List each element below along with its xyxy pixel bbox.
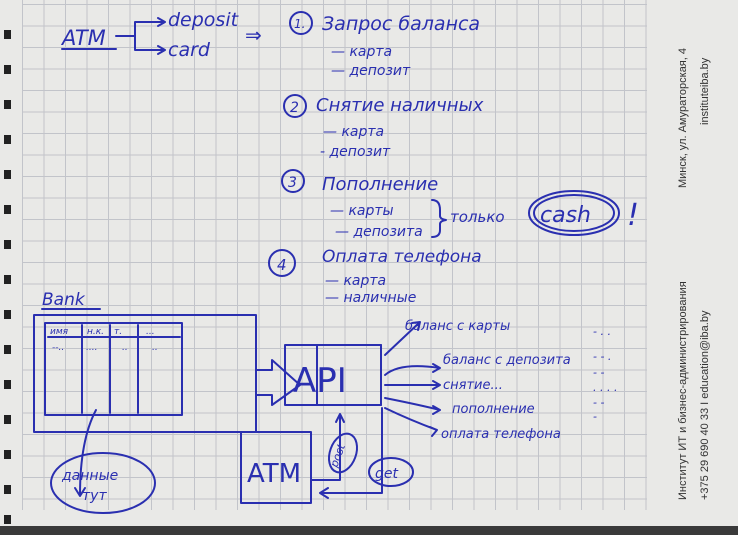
endpoint-deposit-balance: баланс с депозита xyxy=(443,353,571,368)
get-oval xyxy=(368,457,414,487)
svg-text:— депозита: — депозита xyxy=(335,224,423,240)
atm-box-label: ATM xyxy=(247,459,301,489)
cash-label: cash xyxy=(540,203,591,228)
grid-background xyxy=(22,0,647,510)
get-arrow xyxy=(319,407,383,499)
svg-text:— карта: — карта xyxy=(325,273,386,289)
cash-circle xyxy=(528,190,620,236)
svg-text:2: 2 xyxy=(290,100,299,116)
svg-text:Пополнение: Пополнение xyxy=(322,174,438,195)
svg-text:. . . .: . . . . xyxy=(593,381,617,394)
exclamation: ! xyxy=(627,198,639,233)
list-item-1: 1. Запрос баланса — карта — депозит xyxy=(289,11,480,79)
arrow-to-data xyxy=(74,409,97,497)
list-item-4: 4 Оплата телефона — карта — наличные xyxy=(268,247,482,306)
svg-text:...: ... xyxy=(146,327,155,337)
svg-text:....: .... xyxy=(86,343,97,353)
data-here-line1: данные xyxy=(61,468,118,484)
implies-arrow: ⇒ xyxy=(245,23,262,47)
branch-arrows xyxy=(115,17,166,55)
bank-to-api-arrow xyxy=(255,359,301,406)
post-oval xyxy=(327,432,359,474)
address: Минск, ул. Амураторская, 4 xyxy=(677,48,689,188)
svg-text:3: 3 xyxy=(288,175,297,191)
svg-text:..: .. xyxy=(122,343,128,353)
bank-label: Bank xyxy=(42,290,86,310)
endpoint-arrows xyxy=(384,321,441,437)
svg-text:- депозит: - депозит xyxy=(320,144,391,160)
endpoint-phone-payment: оплата телефона xyxy=(441,427,561,442)
svg-text:..: .. xyxy=(152,343,158,353)
brace xyxy=(431,199,447,238)
svg-text:— наличные: — наличные xyxy=(325,290,416,306)
website: instituteiba.by xyxy=(699,57,711,125)
data-here-line2: тут xyxy=(82,488,107,504)
institute-name: Институт ИТ и бизнес-администрирования xyxy=(677,281,689,500)
atm-box xyxy=(240,431,312,504)
only-label: только xyxy=(450,208,505,226)
api-label: API xyxy=(293,361,347,401)
bank-table: имя н.к. т. ... --.. .... .. .. xyxy=(44,322,183,416)
svg-text:— депозит: — депозит xyxy=(331,63,411,79)
svg-text:- -: - - xyxy=(593,366,604,379)
list-item-3: 3 Пополнение — карты — депозита xyxy=(281,169,447,240)
svg-text:т.: т. xyxy=(114,327,122,337)
endpoint-withdraw: снятие... xyxy=(443,378,503,393)
svg-text:- - .: - - . xyxy=(593,350,611,363)
bank-box xyxy=(33,314,257,433)
card-label: card xyxy=(168,39,211,61)
svg-text:- . .: - . . xyxy=(593,325,611,338)
contact-line: +375 29 690 40 33 I education@iba.by xyxy=(699,310,711,500)
list-item-2: 2 Снятие наличных — карта - депозит xyxy=(283,94,484,160)
svg-text:-: - xyxy=(593,410,597,423)
svg-text:4: 4 xyxy=(277,256,287,274)
spiral-holes xyxy=(4,30,11,524)
svg-text:1.: 1. xyxy=(294,17,305,31)
get-label: get xyxy=(375,466,399,482)
atm-heading: ATM xyxy=(60,26,106,50)
data-here-oval xyxy=(50,452,156,514)
svg-text:н.к.: н.к. xyxy=(87,327,104,337)
svg-text:— карта: — карта xyxy=(331,44,392,60)
deposit-label: deposit xyxy=(168,9,240,31)
svg-text:--..: --.. xyxy=(52,343,64,353)
svg-text:имя: имя xyxy=(50,327,69,337)
svg-text:— карта: — карта xyxy=(323,124,384,140)
svg-text:Оплата телефона: Оплата телефона xyxy=(322,247,482,267)
svg-text:- -: - - xyxy=(593,396,604,409)
endpoint-topup: пополнение xyxy=(452,402,535,417)
svg-text:Снятие наличных: Снятие наличных xyxy=(316,95,484,116)
post-label: post xyxy=(327,442,348,470)
svg-text:Запрос баланса: Запрос баланса xyxy=(322,13,480,35)
endpoint-marks: - . . - - . - - . . . . - - - xyxy=(593,325,617,423)
svg-text:— карты: — карты xyxy=(330,203,394,219)
endpoint-card-balance: баланс с карты xyxy=(405,319,510,334)
